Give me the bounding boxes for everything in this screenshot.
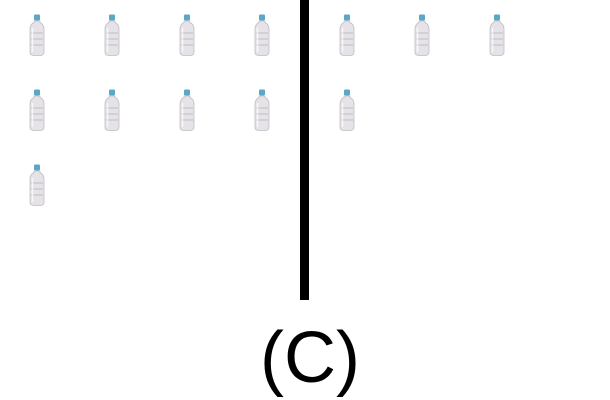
divider-line — [300, 0, 309, 300]
water-bottle-icon — [338, 14, 356, 56]
water-bottle-icon — [413, 14, 431, 56]
water-bottle-icon — [338, 89, 356, 131]
option-label: (C) — [260, 318, 360, 398]
water-bottle-icon — [488, 14, 506, 56]
water-bottle-icon — [253, 14, 271, 56]
water-bottle-icon — [178, 14, 196, 56]
water-bottle-icon — [253, 89, 271, 131]
water-bottle-icon — [178, 89, 196, 131]
water-bottle-icon — [103, 89, 121, 131]
water-bottle-icon — [103, 14, 121, 56]
water-bottle-icon — [28, 14, 46, 56]
water-bottle-icon — [28, 89, 46, 131]
water-bottle-icon — [28, 164, 46, 206]
